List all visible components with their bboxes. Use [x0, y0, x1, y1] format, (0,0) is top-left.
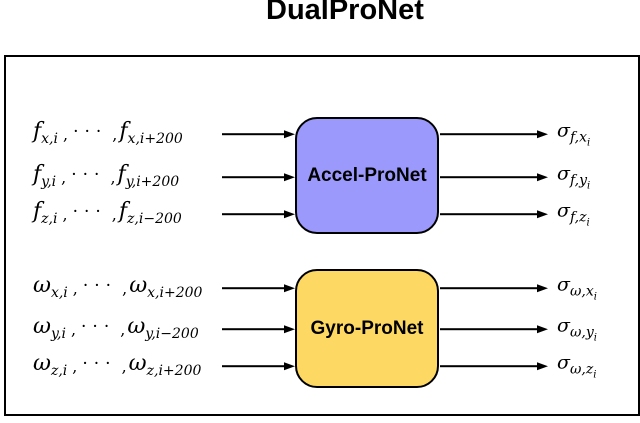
- input-label-fx: fx,i,···,fx,i+200: [33, 118, 183, 147]
- input-arrow-fz: [222, 213, 284, 215]
- output-arrow-fy: [440, 176, 537, 178]
- input-label-fz: fz,i,···,fz,i−200: [33, 198, 182, 227]
- input-arrow-fy: [222, 176, 284, 178]
- input-label-wy: ωy,i,···,ωy,i−200: [33, 313, 199, 342]
- output-label-sigma-fz: σf,zi: [557, 199, 590, 229]
- output-label-sigma-fy: σf,yi: [557, 162, 591, 192]
- output-label-sigma-fx: σf,xi: [557, 119, 591, 149]
- output-arrow-fx: [440, 133, 537, 135]
- accel-pronet-label: Accel-ProNet: [307, 164, 427, 186]
- input-label-wx: ωx,i,···,ωx,i+200: [33, 272, 203, 301]
- output-label-sigma-wz: σω,zi: [557, 351, 597, 381]
- input-arrow-wx: [222, 287, 284, 289]
- diagram-title: DualProNet: [266, 0, 424, 26]
- input-label-fy: fy,i,···,fy,i+200: [33, 161, 180, 190]
- input-arrow-wy: [222, 328, 284, 330]
- gyro-pronet-block: Gyro-ProNet: [295, 269, 439, 388]
- diagram-border: [4, 55, 640, 416]
- output-arrow-wx: [440, 287, 537, 289]
- output-label-sigma-wy: σω,yi: [557, 314, 597, 344]
- input-arrow-fx: [222, 133, 284, 135]
- gyro-pronet-label: Gyro-ProNet: [310, 317, 424, 339]
- output-arrow-wy: [440, 328, 537, 330]
- input-label-wz: ωz,i,···,ωz,i+200: [33, 350, 202, 379]
- output-arrow-fz: [440, 213, 537, 215]
- output-label-sigma-wx: σω,xi: [557, 273, 597, 303]
- accel-pronet-block: Accel-ProNet: [295, 117, 439, 234]
- output-arrow-wz: [440, 365, 537, 367]
- input-arrow-wz: [222, 365, 284, 367]
